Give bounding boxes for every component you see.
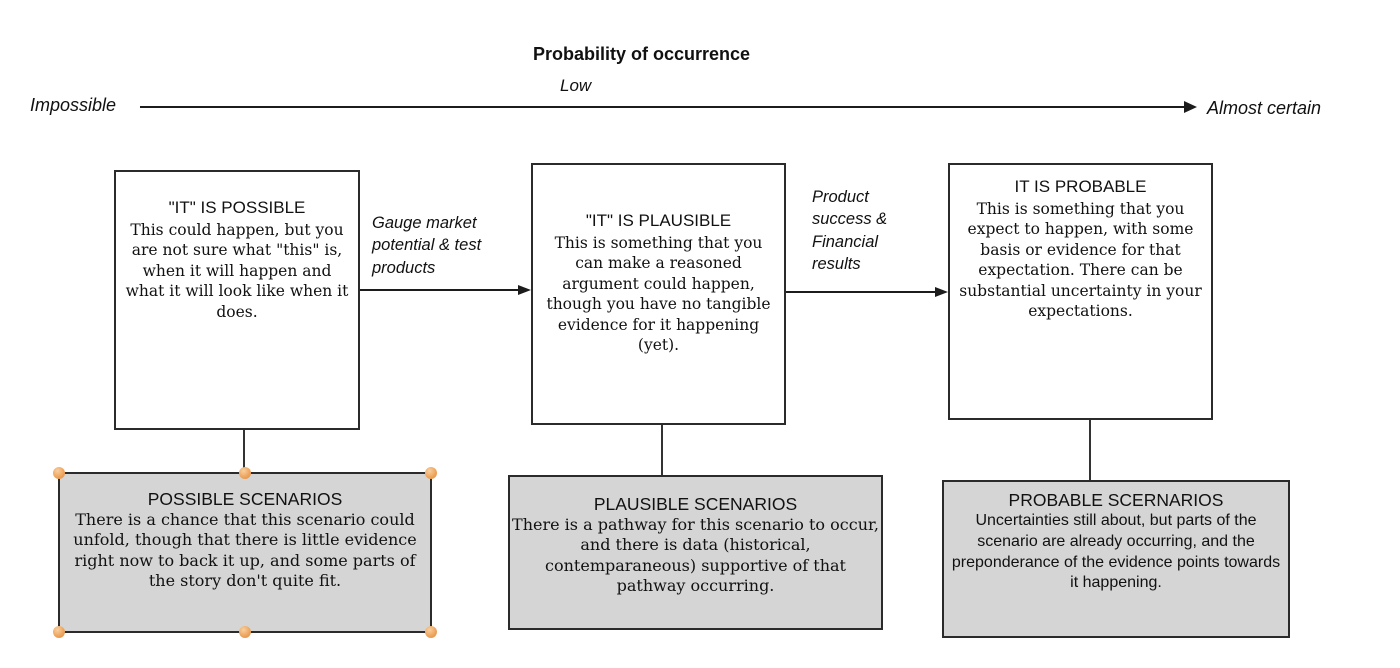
- connector-possible: [243, 430, 245, 474]
- arrowhead-possible-to-plausible-icon: [518, 284, 531, 295]
- selection-handle-top-right[interactable]: [425, 467, 437, 479]
- axis-line: [140, 106, 1186, 108]
- probable-scenarios-box[interactable]: PROBABLE SCERNARIOS Uncertainties still …: [942, 480, 1290, 638]
- selection-handle-top-left[interactable]: [53, 467, 65, 479]
- axis-left-label[interactable]: Impossible: [30, 95, 117, 115]
- plausible-scenarios-title: PLAUSIBLE SCENARIOS: [593, 494, 798, 514]
- axis-right-label[interactable]: Almost certain: [1207, 98, 1322, 118]
- possible-box-body: This could happen, but you are not sure …: [125, 221, 349, 321]
- connector-plausible: [661, 425, 663, 477]
- plausible-scenarios-box[interactable]: PLAUSIBLE SCENARIOS There is a pathway f…: [508, 475, 883, 630]
- axis-title[interactable]: Probability of occurrence: [533, 44, 751, 64]
- connector-probable: [1089, 420, 1091, 482]
- axis-sublabel-low[interactable]: Low: [560, 76, 592, 95]
- probable-scenarios-title: PROBABLE SCERNARIOS: [1008, 490, 1224, 510]
- probable-box-title: IT IS PROBABLE: [1014, 177, 1147, 196]
- plausible-box-title: "IT" IS PLAUSIBLE: [585, 211, 732, 230]
- plausible-scenarios-body: There is a pathway for this scenario to …: [512, 515, 879, 596]
- possible-box-title: "IT" IS POSSIBLE: [168, 198, 306, 217]
- plausible-box-body: This is something that you can make a re…: [546, 234, 771, 355]
- selection-handle-bottom-middle[interactable]: [239, 626, 251, 638]
- arrow-label-product-success[interactable]: Product success & Financial results: [812, 188, 888, 273]
- probable-definition-box[interactable]: IT IS PROBABLE This is something that yo…: [948, 163, 1213, 420]
- selection-handle-bottom-right[interactable]: [425, 626, 437, 638]
- possible-definition-box[interactable]: "IT" IS POSSIBLE This could happen, but …: [114, 170, 360, 430]
- probable-box-body: This is something that you expect to hap…: [959, 200, 1202, 321]
- arrow-label-gauge-market[interactable]: Gauge market potential & test products: [372, 214, 482, 277]
- possible-scenarios-title: POSSIBLE SCENARIOS: [147, 489, 343, 509]
- arrow-plausible-to-probable: [786, 291, 937, 293]
- plausible-definition-box[interactable]: "IT" IS PLAUSIBLE This is something that…: [531, 163, 786, 425]
- possible-scenarios-body: There is a chance that this scenario cou…: [73, 510, 417, 591]
- probable-scenarios-body: Uncertainties still about, but parts of …: [951, 512, 1281, 592]
- selection-handle-bottom-left[interactable]: [53, 626, 65, 638]
- selection-handle-top-middle[interactable]: [239, 467, 251, 479]
- arrowhead-plausible-to-probable-icon: [935, 286, 948, 297]
- axis-arrowhead-icon: [1184, 101, 1197, 113]
- arrow-possible-to-plausible: [360, 289, 520, 291]
- possible-scenarios-box[interactable]: POSSIBLE SCENARIOS There is a chance tha…: [53, 467, 437, 638]
